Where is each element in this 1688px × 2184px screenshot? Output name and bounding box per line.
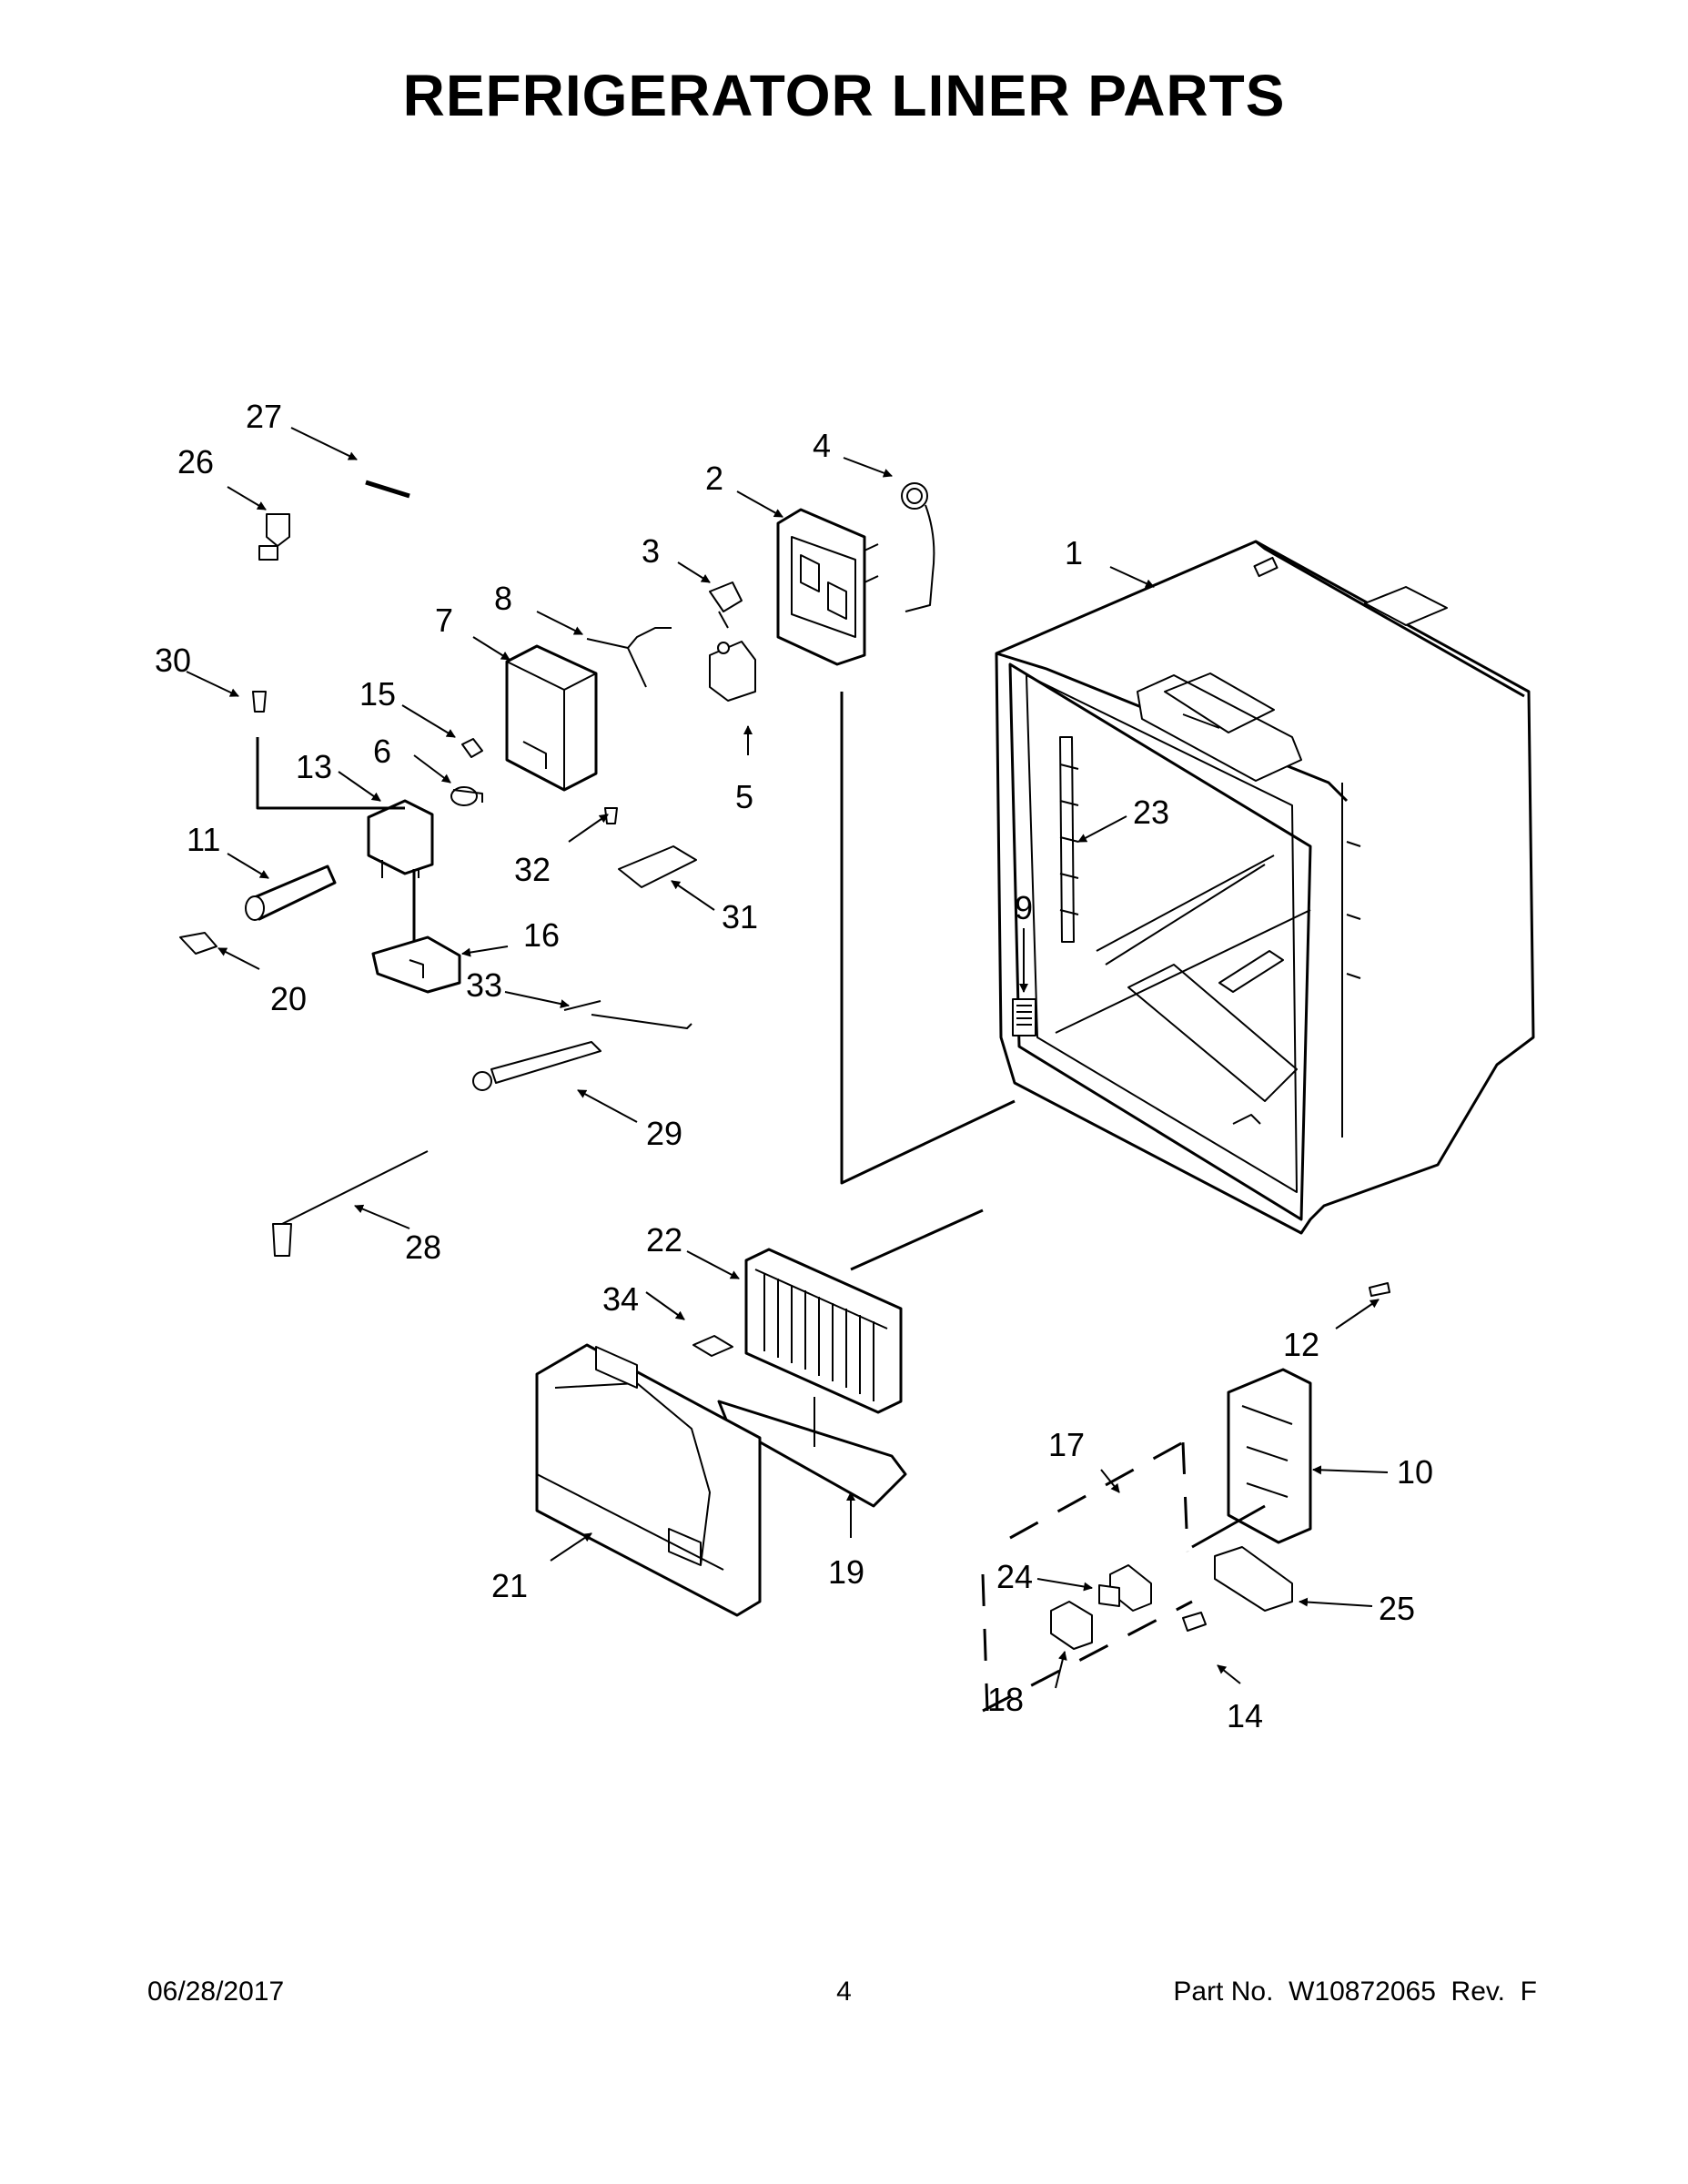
rod-part [365, 480, 410, 499]
cover-panel-part [1227, 1368, 1312, 1544]
clip-part [1369, 1282, 1390, 1297]
callout-1: 1 [1065, 534, 1083, 571]
callout-31: 31 [722, 898, 758, 935]
inlet-fitting-part [258, 513, 290, 561]
callout-6: 6 [373, 733, 391, 770]
heater-part [472, 1041, 601, 1091]
callout-23: 23 [1133, 794, 1169, 831]
evaporator-coil-part [744, 1248, 903, 1414]
callout-4: 4 [813, 427, 831, 464]
callout-32: 32 [514, 851, 551, 888]
back-panel-part [535, 1343, 762, 1617]
callout-28: 28 [405, 1228, 441, 1266]
control-housing-part [776, 508, 879, 666]
control-module-part [1214, 1546, 1293, 1612]
callout-labels: 1 2 3 4 5 6 7 8 9 10 11 12 13 14 15 16 1… [155, 398, 1433, 1734]
filter-bracket-part [371, 935, 461, 994]
filter-cap-part [179, 932, 217, 955]
callout-22: 22 [646, 1221, 682, 1259]
callout-18: 18 [987, 1681, 1024, 1718]
cover-block-part [505, 644, 598, 792]
callout-7: 7 [435, 602, 453, 639]
callout-3: 3 [642, 532, 660, 570]
callout-13: 13 [296, 748, 332, 785]
bracket-part [618, 845, 697, 888]
fitting-part [450, 786, 483, 806]
callout-33: 33 [466, 966, 502, 1004]
callout-19: 19 [828, 1553, 864, 1591]
valve-assembly-part [709, 641, 756, 702]
page-title: REFRIGERATOR LINER PARTS [402, 63, 1286, 128]
callout-27: 27 [246, 398, 282, 435]
leader-line [256, 737, 405, 810]
callout-14: 14 [1227, 1697, 1263, 1734]
callout-17: 17 [1048, 1426, 1085, 1463]
wire-part [563, 1000, 692, 1029]
callout-8: 8 [494, 580, 512, 617]
footer-part-number: Part No. W10872065 Rev. F [1173, 1977, 1537, 2007]
callout-16: 16 [523, 916, 560, 954]
light-housing-outline [981, 1441, 1193, 1713]
screw-part-30 [252, 691, 267, 713]
callout-2: 2 [705, 460, 723, 497]
callout-9: 9 [1015, 889, 1033, 926]
vent-grille-part [1012, 998, 1036, 1036]
callout-20: 20 [270, 980, 307, 1017]
callout-26: 26 [177, 443, 214, 480]
callout-24: 24 [996, 1558, 1033, 1595]
footer-page-number: 4 [836, 1977, 852, 2007]
callout-25: 25 [1379, 1590, 1415, 1627]
callout-21: 21 [491, 1567, 528, 1604]
callout-arrows [186, 427, 1389, 1689]
callout-12: 12 [1283, 1326, 1319, 1363]
callout-34: 34 [602, 1280, 639, 1318]
filter-housing-part [367, 799, 434, 878]
assembly-lines [840, 692, 1266, 1549]
callout-29: 29 [646, 1115, 682, 1152]
callout-15: 15 [359, 675, 396, 713]
lens-part [1050, 1601, 1093, 1650]
callout-30: 30 [155, 642, 191, 679]
shelf-rail-part [1059, 736, 1079, 943]
coiled-wire-part [901, 482, 935, 612]
refrigerator-liner-part [995, 540, 1535, 1235]
water-filter-part [245, 864, 337, 921]
water-valve-part [709, 581, 743, 629]
light-part [1098, 1564, 1152, 1612]
insulation-pad-part [692, 1335, 733, 1357]
screw-part [461, 738, 483, 758]
callout-5: 5 [735, 778, 753, 815]
tube-part [586, 627, 672, 688]
callout-11: 11 [187, 821, 220, 858]
footer-date: 06/28/2017 [147, 1977, 285, 2007]
callout-10: 10 [1397, 1453, 1433, 1491]
screw-part-14 [1182, 1612, 1207, 1632]
harness-part [272, 1150, 429, 1257]
